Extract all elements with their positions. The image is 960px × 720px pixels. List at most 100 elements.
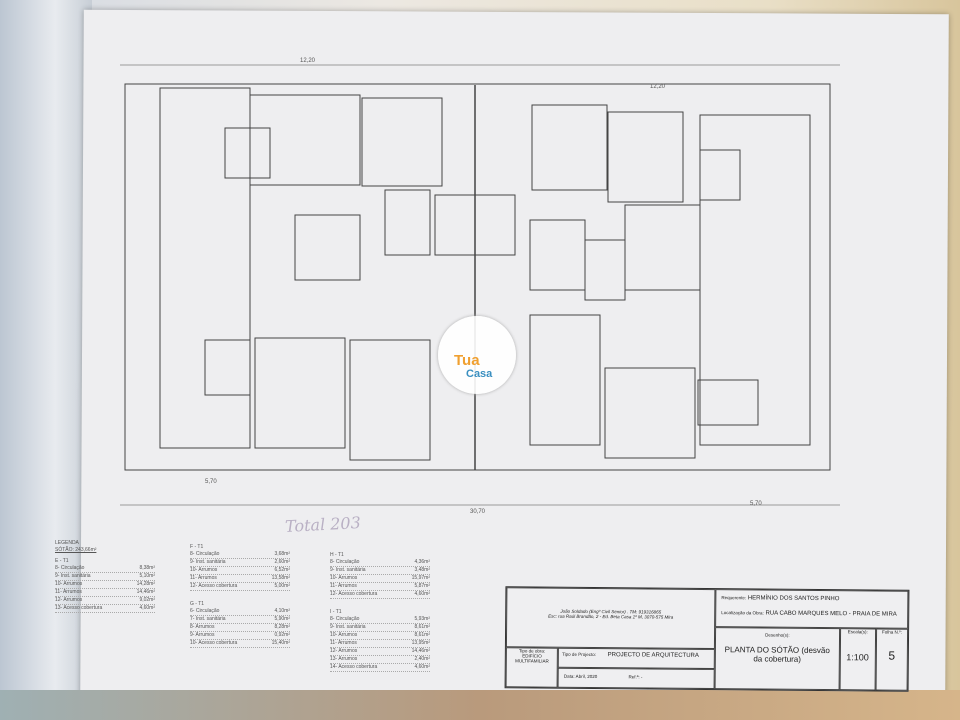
- legend-item-label: 10- Arrumos: [330, 575, 358, 581]
- legend-item-area: 5,93m²: [414, 616, 430, 622]
- localizacao: RUA CABO MARQUES MELO - PRAIA DE MIRA: [765, 610, 897, 618]
- legend-item-area: 5,87m²: [414, 583, 430, 589]
- legend-item-label: 11- Arrumos: [330, 640, 357, 646]
- legend-item-area: 4,60m²: [414, 591, 430, 597]
- legend-item-area: 3,48m²: [414, 567, 430, 573]
- legend-item-label: 11- Arrumos: [190, 575, 217, 581]
- dim-label: 30,70: [470, 509, 486, 515]
- legend-item-area: 4,36m²: [414, 559, 430, 565]
- escala: 1:100: [846, 652, 869, 663]
- legend-item-area: 13,95m²: [411, 640, 430, 646]
- room: [224, 127, 271, 179]
- data-label: Data:: [563, 673, 575, 679]
- legend-item-label: 8- Circulação: [330, 616, 360, 622]
- legend-item-area: 9,02m²: [139, 597, 155, 603]
- legend-item-label: 8- Circulação: [190, 551, 220, 557]
- logo-text-tua: Tua: [454, 352, 480, 369]
- handwritten-note: Total 203: [284, 513, 362, 536]
- dim-label: 5,70: [205, 479, 217, 485]
- legend-item-label: 9- Inst. sanitária: [55, 573, 91, 579]
- room: [607, 111, 684, 203]
- legend-item-label: 9- Inst. sanitária: [330, 567, 366, 573]
- desenho: PLANTA DO SÓTÃO (desvão da cobertura): [724, 645, 830, 664]
- requerente-label: Requerente:: [721, 595, 747, 601]
- room: [529, 314, 601, 446]
- legend-group-title: E - T1: [55, 558, 69, 564]
- legend-item-label: 13- Acesso cobertura: [55, 605, 103, 611]
- legend-item-label: 8- Circulação: [55, 565, 85, 571]
- legend-item-label: 9- Arrumos: [190, 632, 215, 638]
- legend-item: 8- Circulação 8,38m²: [55, 565, 155, 573]
- room: [699, 149, 741, 201]
- legend-item: 6- Circulação 4,10m²: [190, 608, 290, 616]
- legend-item-label: 12- Acesso cobertura: [190, 583, 238, 589]
- room: [624, 204, 701, 291]
- room: [294, 214, 361, 281]
- legend-item-area: 4,60m²: [414, 664, 430, 670]
- legend-item-label: 14- Acesso cobertura: [330, 664, 378, 670]
- room: [604, 367, 696, 459]
- tipo-projecto: PROJECTO DE ARQUITECTURA: [607, 652, 699, 659]
- ref: -: [640, 674, 643, 680]
- legend-item-label: 8- Circulação: [330, 559, 360, 565]
- legend-item: 9- Inst. sanitária 5,10m²: [55, 573, 155, 581]
- legend-item-label: 9- Inst. sanitária: [330, 624, 366, 630]
- legend-item-label: 9- Inst. sanitária: [190, 559, 226, 565]
- ref-label: Ref.ª:: [628, 674, 640, 680]
- room: [361, 97, 443, 187]
- legend-item: 10- Arrumos 8,61m²: [330, 632, 430, 640]
- legend-item-label: 10- Arrumos: [55, 581, 83, 587]
- logo-text-casa: Casa: [466, 368, 493, 380]
- legend-item-area: 8,61m²: [414, 632, 430, 638]
- escala-label: Escala(s):: [847, 629, 868, 635]
- legend-item-label: 7- Inst. sanitária: [190, 616, 226, 622]
- legend-item-area: 3,68m²: [274, 551, 290, 557]
- legend-group-title: F - T1: [190, 544, 204, 550]
- legend-item-area: 14,46m²: [411, 648, 430, 654]
- stair-core: [434, 194, 516, 256]
- dim-label: 12,20: [300, 58, 316, 64]
- room: [349, 339, 431, 461]
- legend-item: 8- Circulação 4,36m²: [330, 559, 430, 567]
- legend-item-label: 6- Circulação: [190, 608, 220, 614]
- legend-item-area: 5,00m²: [274, 583, 290, 589]
- legend-item-area: 5,90m²: [274, 616, 290, 622]
- legend-item: 7- Inst. sanitária 5,90m²: [190, 616, 290, 624]
- legend-item-label: 10- Acesso cobertura: [190, 640, 238, 646]
- data: Abril, 2020: [575, 673, 598, 680]
- title-block: João Soldado (Engº Civil Sénior) . TM: 9…: [504, 586, 910, 692]
- legend-group-title: I - T1: [330, 609, 342, 615]
- room: [697, 379, 759, 426]
- legend-item: 12- Acesso cobertura 5,00m²: [190, 583, 290, 591]
- legend-item: 9- Inst. sanitária 8,61m²: [330, 624, 430, 632]
- legend-item-label: 13- Arrumos: [330, 656, 358, 662]
- legend-item-label: 10- Arrumos: [330, 632, 358, 638]
- tua-casa-logo: Tua Casa: [438, 316, 516, 394]
- room: [249, 94, 361, 186]
- address: Esc: rua Raúl Brandão, 2 - Ed. Beta Casa…: [548, 613, 674, 620]
- dim-label: 12,20: [650, 84, 666, 90]
- legend-group-title: H - T1: [330, 552, 344, 558]
- legend-item-area: 5,10m²: [139, 573, 155, 579]
- legend-subtitle: SÓTÃO: 243,66m²: [55, 547, 97, 553]
- legend-item-area: 15,97m²: [411, 575, 430, 581]
- legend-title: LEGENDA: [55, 540, 79, 546]
- legend-item-area: 8,61m²: [414, 624, 430, 630]
- legend-item: 11- Arrumos 13,95m²: [330, 640, 430, 648]
- legend-group-title: G - T1: [190, 601, 205, 607]
- legend-item-area: 8,38m²: [139, 565, 155, 571]
- legend-item-area: 4,10m²: [274, 608, 290, 614]
- desenho-label: Desenho(s):: [765, 632, 790, 638]
- legend-item: 14- Acesso cobertura 4,60m²: [330, 664, 430, 672]
- folha-label: Folha N.º:: [881, 629, 902, 635]
